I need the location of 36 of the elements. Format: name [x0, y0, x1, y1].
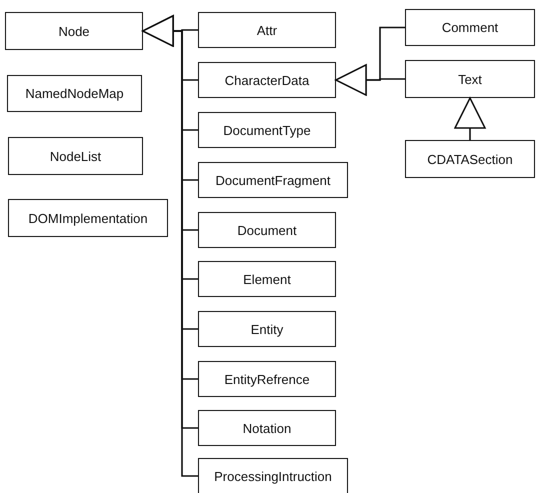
- class-box: [198, 410, 336, 446]
- class-box: [405, 140, 535, 178]
- class-name: DocumentFragment: [216, 172, 330, 188]
- class-name: CDATASection: [427, 152, 513, 166]
- class-name: CharacterData: [224, 72, 310, 88]
- class-box: [198, 12, 336, 48]
- class-box: [5, 12, 143, 50]
- class-box: [198, 62, 336, 98]
- class-box: [198, 112, 336, 148]
- class-name: NodeList: [50, 148, 102, 164]
- class-box: [8, 199, 168, 237]
- class-box: [198, 361, 336, 397]
- class-name: ProcessingIntruction: [214, 468, 332, 484]
- class-name: Node: [58, 24, 90, 38]
- class-box: [198, 311, 336, 347]
- class-box: [198, 212, 336, 248]
- class-box: [7, 75, 142, 112]
- class-name: Element: [243, 272, 291, 286]
- class-name: EntityRefrence: [224, 372, 310, 386]
- class-name: Entity: [250, 322, 284, 336]
- class-name: Attr: [256, 22, 278, 38]
- class-name: NamedNodeMap: [25, 86, 124, 101]
- class-name: DocumentType: [223, 122, 311, 138]
- class-box: [198, 458, 348, 493]
- inheritance-arrow: [454, 97, 486, 140]
- class-box: [8, 137, 143, 175]
- class-name: Comment: [442, 20, 498, 35]
- class-box: [198, 261, 336, 297]
- class-box: [405, 60, 535, 98]
- class-box: [405, 9, 535, 46]
- class-box: [198, 162, 348, 198]
- class-name: Notation: [242, 420, 292, 436]
- class-name: Document: [237, 222, 297, 238]
- class-name: Text: [458, 72, 482, 86]
- inheritance-arrow: [335, 64, 405, 96]
- class-name: DOMImplementation: [28, 210, 148, 226]
